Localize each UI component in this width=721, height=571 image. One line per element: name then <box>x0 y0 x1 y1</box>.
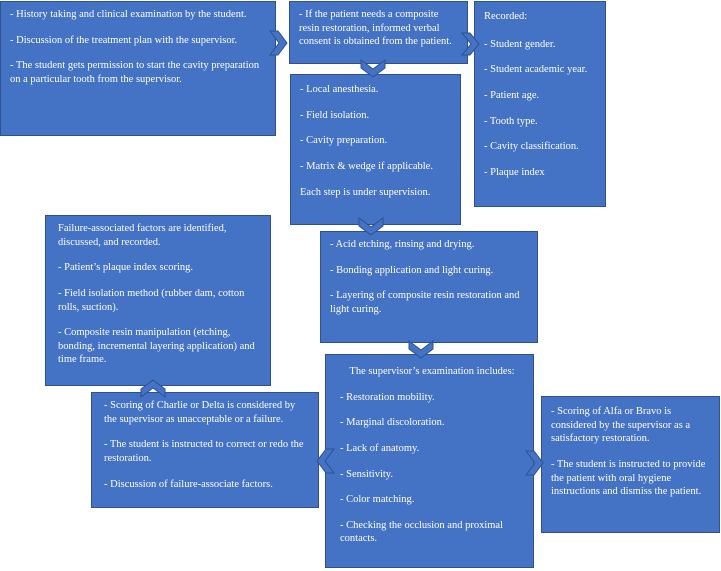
bonding-box: - Acid etching, rinsing and drying. - Bo… <box>320 231 538 343</box>
recorded-item-4: - Tooth type. <box>484 115 538 127</box>
examination-item-3: - Lack of anatomy. <box>340 442 420 454</box>
recorded-title: Recorded: <box>484 11 528 22</box>
chevron-down-icon <box>360 59 386 78</box>
chevron-down-icon <box>408 340 434 359</box>
chevron-left-icon <box>316 448 335 474</box>
success-box: - Scoring of Alfa or Bravo is considered… <box>541 396 720 533</box>
examination-item-5: - Color matching. <box>340 494 415 506</box>
recorded-item-1: - Student gender. <box>484 38 556 50</box>
history-item-3: - The student gets permission to start t… <box>10 60 260 85</box>
examination-item-4: - Sensitivity. <box>340 468 393 480</box>
failure-factors-item-1: - Patient’s plaque index scoring. <box>58 262 194 274</box>
bonding-item-2: - Bonding application and light curing. <box>330 264 494 276</box>
failure-item-1: - Scoring of Charlie or Delta is conside… <box>104 400 296 425</box>
chevron-up-icon <box>140 379 166 398</box>
consent-box: - If the patient needs a composite resin… <box>289 1 468 64</box>
failure-item-2: - The student is instructed to correct o… <box>104 439 304 464</box>
procedure-box: - Local anesthesia. - Field isolation. -… <box>290 74 461 225</box>
success-item-2: - The student is instructed to provide t… <box>551 458 706 498</box>
chevron-right-icon <box>269 30 288 56</box>
failure-item-3: - Discussion of failure-associate factor… <box>104 478 273 490</box>
procedure-note: Each step is under supervision. <box>300 186 431 198</box>
chevron-right-icon <box>460 32 480 56</box>
recorded-item-6: - Plaque index <box>484 166 545 178</box>
failure-factors-title: Failure-associated factors are identifie… <box>58 223 227 248</box>
recorded-item-5: - Cavity classification. <box>484 141 579 153</box>
failure-factors-item-2: - Field isolation method (rubber dam, co… <box>58 287 245 313</box>
success-item-1: - Scoring of Alfa or Bravo is considered… <box>551 406 691 445</box>
recorded-item-2: - Student academic year. <box>484 64 588 76</box>
bonding-item-1: - Acid etching, rinsing and drying. <box>330 239 475 250</box>
procedure-item-1: - Local anesthesia. <box>300 84 379 95</box>
history-box: - History taking and clinical examinatio… <box>0 1 276 136</box>
history-item-1: - History taking and clinical examinatio… <box>10 9 247 20</box>
failure-factors-item-3: - Composite resin manipulation (etching,… <box>58 327 255 366</box>
chevron-right-icon <box>525 450 544 476</box>
consent-item-1: - If the patient needs a composite resin… <box>299 9 452 48</box>
examination-item-1: - Restoration mobility. <box>340 391 435 403</box>
bonding-item-3: - Layering of composite resin restoratio… <box>330 290 520 315</box>
procedure-item-2: - Field isolation. <box>300 109 370 121</box>
examination-item-2: - Marginal discoloration. <box>340 417 445 429</box>
chevron-down-icon <box>358 217 384 236</box>
examination-item-6: - Checking the occlusion and proximal co… <box>340 519 504 545</box>
failure-factors-box: Failure-associated factors are identifie… <box>45 215 271 386</box>
failure-box: - Scoring of Charlie or Delta is conside… <box>91 392 319 508</box>
procedure-item-3: - Cavity preparation. <box>300 135 388 147</box>
history-item-2: - Discussion of the treatment plan with … <box>10 34 238 46</box>
examination-box: The supervisor’s examination includes: -… <box>325 354 534 568</box>
recorded-item-3: - Patient age. <box>484 89 540 101</box>
examination-title: The supervisor’s examination includes: <box>349 366 515 377</box>
recorded-box: Recorded: - Student gender. - Student ac… <box>474 1 606 207</box>
procedure-item-4: - Matrix & wedge if applicable. <box>300 160 433 172</box>
